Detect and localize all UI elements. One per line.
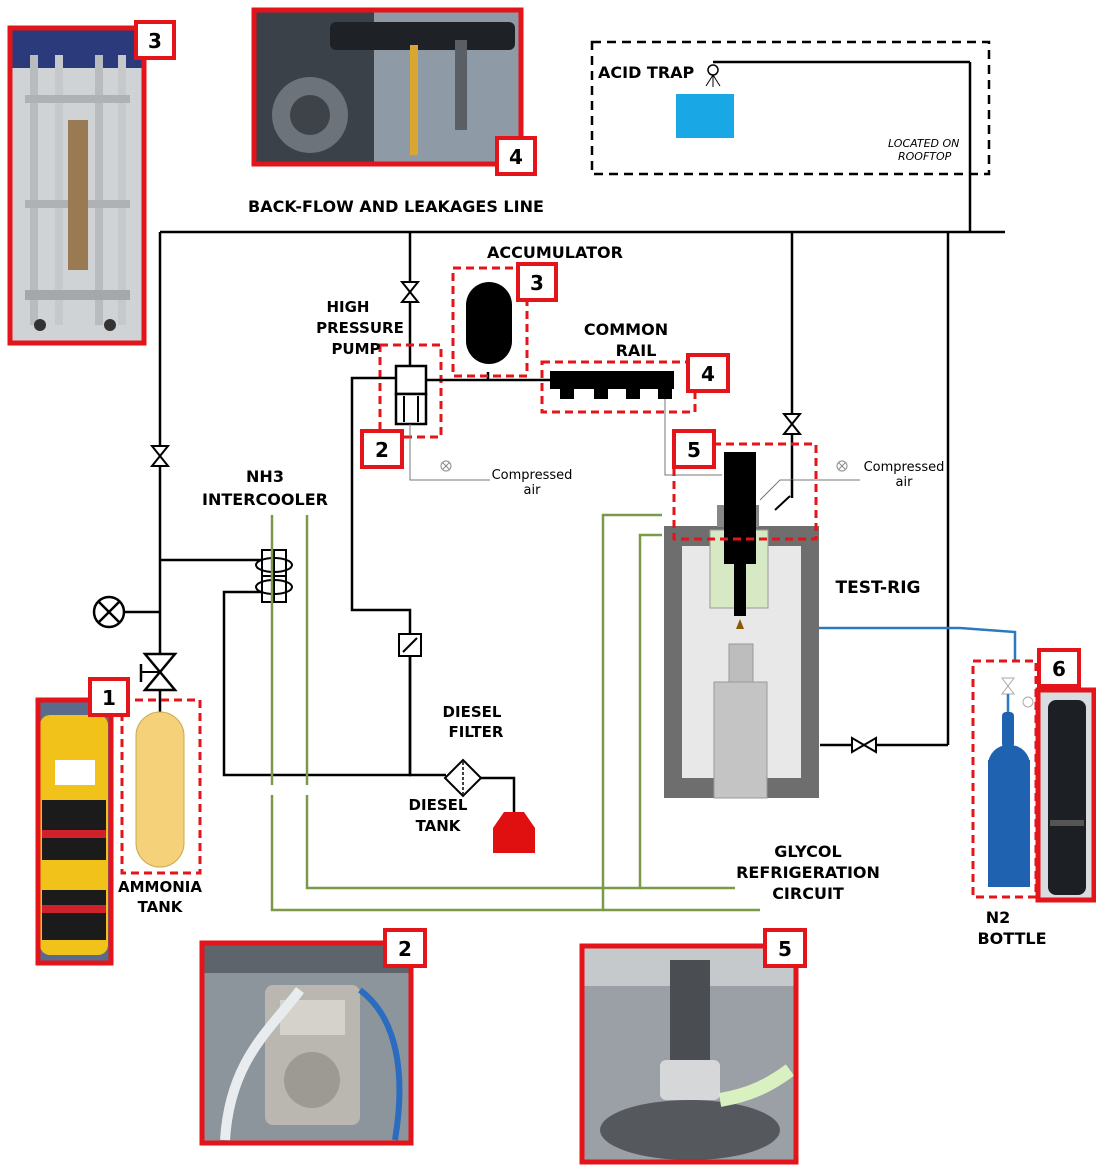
svg-text:3: 3 xyxy=(530,271,544,295)
ammonia-tank-shape xyxy=(136,712,184,867)
glycol-label-1: GLYCOL xyxy=(774,842,841,861)
diesel-filter-icon xyxy=(445,760,481,796)
common-rail-label-1: COMMON xyxy=(584,320,668,339)
rooftop-label: ROOFTOP xyxy=(898,150,952,163)
photo-injector-mount xyxy=(582,946,796,1162)
badge-photo-bottom-right: 5 xyxy=(765,930,805,966)
intercooler-icon xyxy=(256,550,292,602)
test-rig-label: TEST-RIG xyxy=(836,578,921,598)
acid-trap: ACID TRAP LOCATED ON ROOFTOP xyxy=(592,42,989,232)
accumulator-label: ACCUMULATOR xyxy=(487,243,623,262)
svg-text:3: 3 xyxy=(148,29,162,53)
check-valve-icon xyxy=(399,634,421,656)
ammonia-label-1: AMMONIA xyxy=(118,878,202,896)
n2-valve-icon xyxy=(1002,678,1033,707)
located-on-label: LOCATED ON xyxy=(888,137,959,150)
hp-label-2: PRESSURE xyxy=(316,319,404,337)
diesel-tank-label-1: DIESEL xyxy=(409,796,468,814)
n2-bottle-icon xyxy=(988,712,1030,887)
badge-hp-pump: 2 xyxy=(362,431,402,467)
compressed-air-1a: Compressed xyxy=(492,468,573,483)
svg-text:2: 2 xyxy=(375,438,389,462)
badge-n2: 6 xyxy=(1039,650,1079,686)
ammonia-tank-valve-icon xyxy=(141,654,175,690)
svg-text:5: 5 xyxy=(687,438,701,462)
svg-text:2: 2 xyxy=(398,937,412,961)
glycol-label-3: CIRCUIT xyxy=(772,884,844,903)
badge-photo-bottom-left: 2 xyxy=(385,930,425,966)
diesel-tank-icon xyxy=(493,812,535,853)
back-flow-label: BACK-FLOW AND LEAKAGES LINE xyxy=(248,197,544,216)
n2-label-2: BOTTLE xyxy=(977,929,1046,948)
badge-common-rail: 4 xyxy=(688,355,728,391)
sprayer-icon xyxy=(708,65,718,75)
accumulator-shape xyxy=(466,282,512,364)
valve-hp-icon xyxy=(402,282,418,302)
badge-injector: 5 xyxy=(674,431,714,467)
acid-trap-label: ACID TRAP xyxy=(598,63,695,82)
nh3-label-2: INTERCOOLER xyxy=(202,490,328,509)
photo-accumulator-frame xyxy=(10,28,144,343)
svg-text:1: 1 xyxy=(102,686,116,710)
svg-text:4: 4 xyxy=(701,362,715,386)
glycol-label-2: REFRIGERATION xyxy=(736,863,880,882)
hp-label-1: HIGH xyxy=(326,298,369,316)
photo-common-rail xyxy=(254,10,521,164)
back-flow-line xyxy=(160,232,1005,745)
svg-text:6: 6 xyxy=(1052,657,1066,681)
svg-text:5: 5 xyxy=(778,937,792,961)
pressure-gauge-icon xyxy=(94,597,124,627)
valve-rig-top-icon xyxy=(784,414,800,434)
photo-high-pressure-pump xyxy=(202,943,411,1143)
common-rail-icon xyxy=(550,371,674,399)
valve-rig-bottom-icon xyxy=(852,738,876,752)
valve-ammonia-line-icon xyxy=(152,446,168,466)
hp-pump-icon xyxy=(396,366,426,424)
diesel-filter-label-2: FILTER xyxy=(449,723,504,741)
common-rail-label-2: RAIL xyxy=(616,341,657,360)
badge-accumulator: 3 xyxy=(518,264,556,300)
hp-label-3: PUMP xyxy=(331,340,380,358)
photo-n2-bottle xyxy=(1038,690,1094,900)
acid-trap-water xyxy=(676,94,734,138)
photo-ammonia-tank xyxy=(38,700,111,963)
badge-ammonia: 1 xyxy=(90,679,128,715)
n2-label-1: N2 xyxy=(986,908,1011,927)
svg-text:4: 4 xyxy=(509,145,523,169)
badge-photo-top-left: 3 xyxy=(136,22,174,58)
diesel-filter-label-1: DIESEL xyxy=(443,703,502,721)
test-rig xyxy=(664,452,819,798)
air-valve-2-icon xyxy=(837,461,847,471)
badge-photo-top-mid: 4 xyxy=(497,138,535,174)
air-valve-icon xyxy=(441,461,451,471)
nh3-label-1: NH3 xyxy=(246,467,284,486)
diesel-tank-label-2: TANK xyxy=(416,817,462,835)
compressed-air-2b: air xyxy=(896,475,914,490)
ammonia-label-2: TANK xyxy=(138,898,184,916)
compressed-air-2a: Compressed xyxy=(864,460,945,475)
compressed-air-1b: air xyxy=(524,483,542,498)
